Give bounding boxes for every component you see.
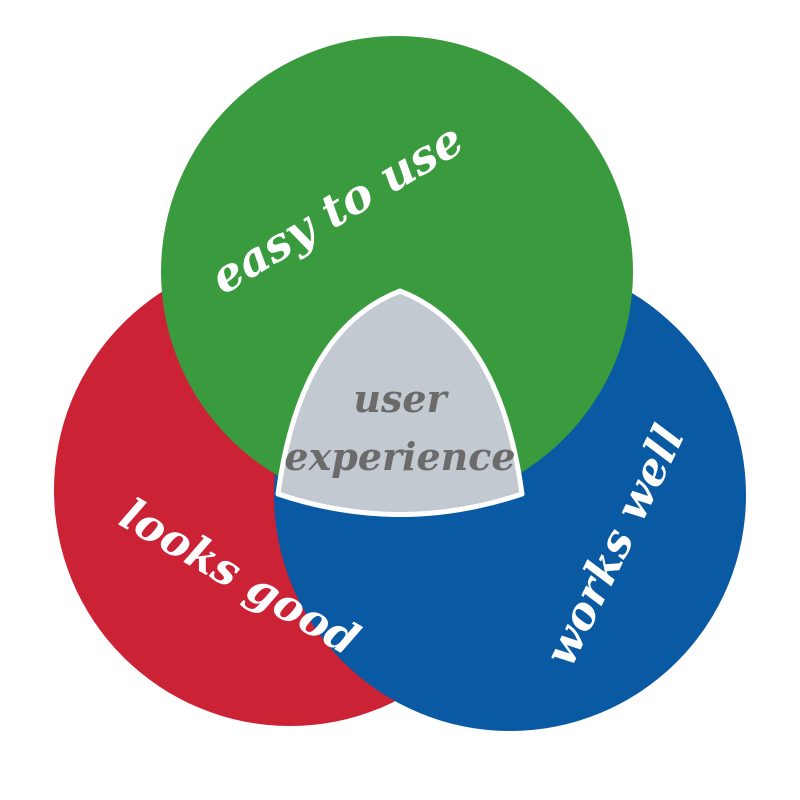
easy-to-use-circle: [161, 36, 633, 508]
user-experience-line1: user: [353, 376, 449, 421]
user-experience-line2: experience: [284, 434, 515, 479]
user-experience-region: [275, 288, 525, 517]
